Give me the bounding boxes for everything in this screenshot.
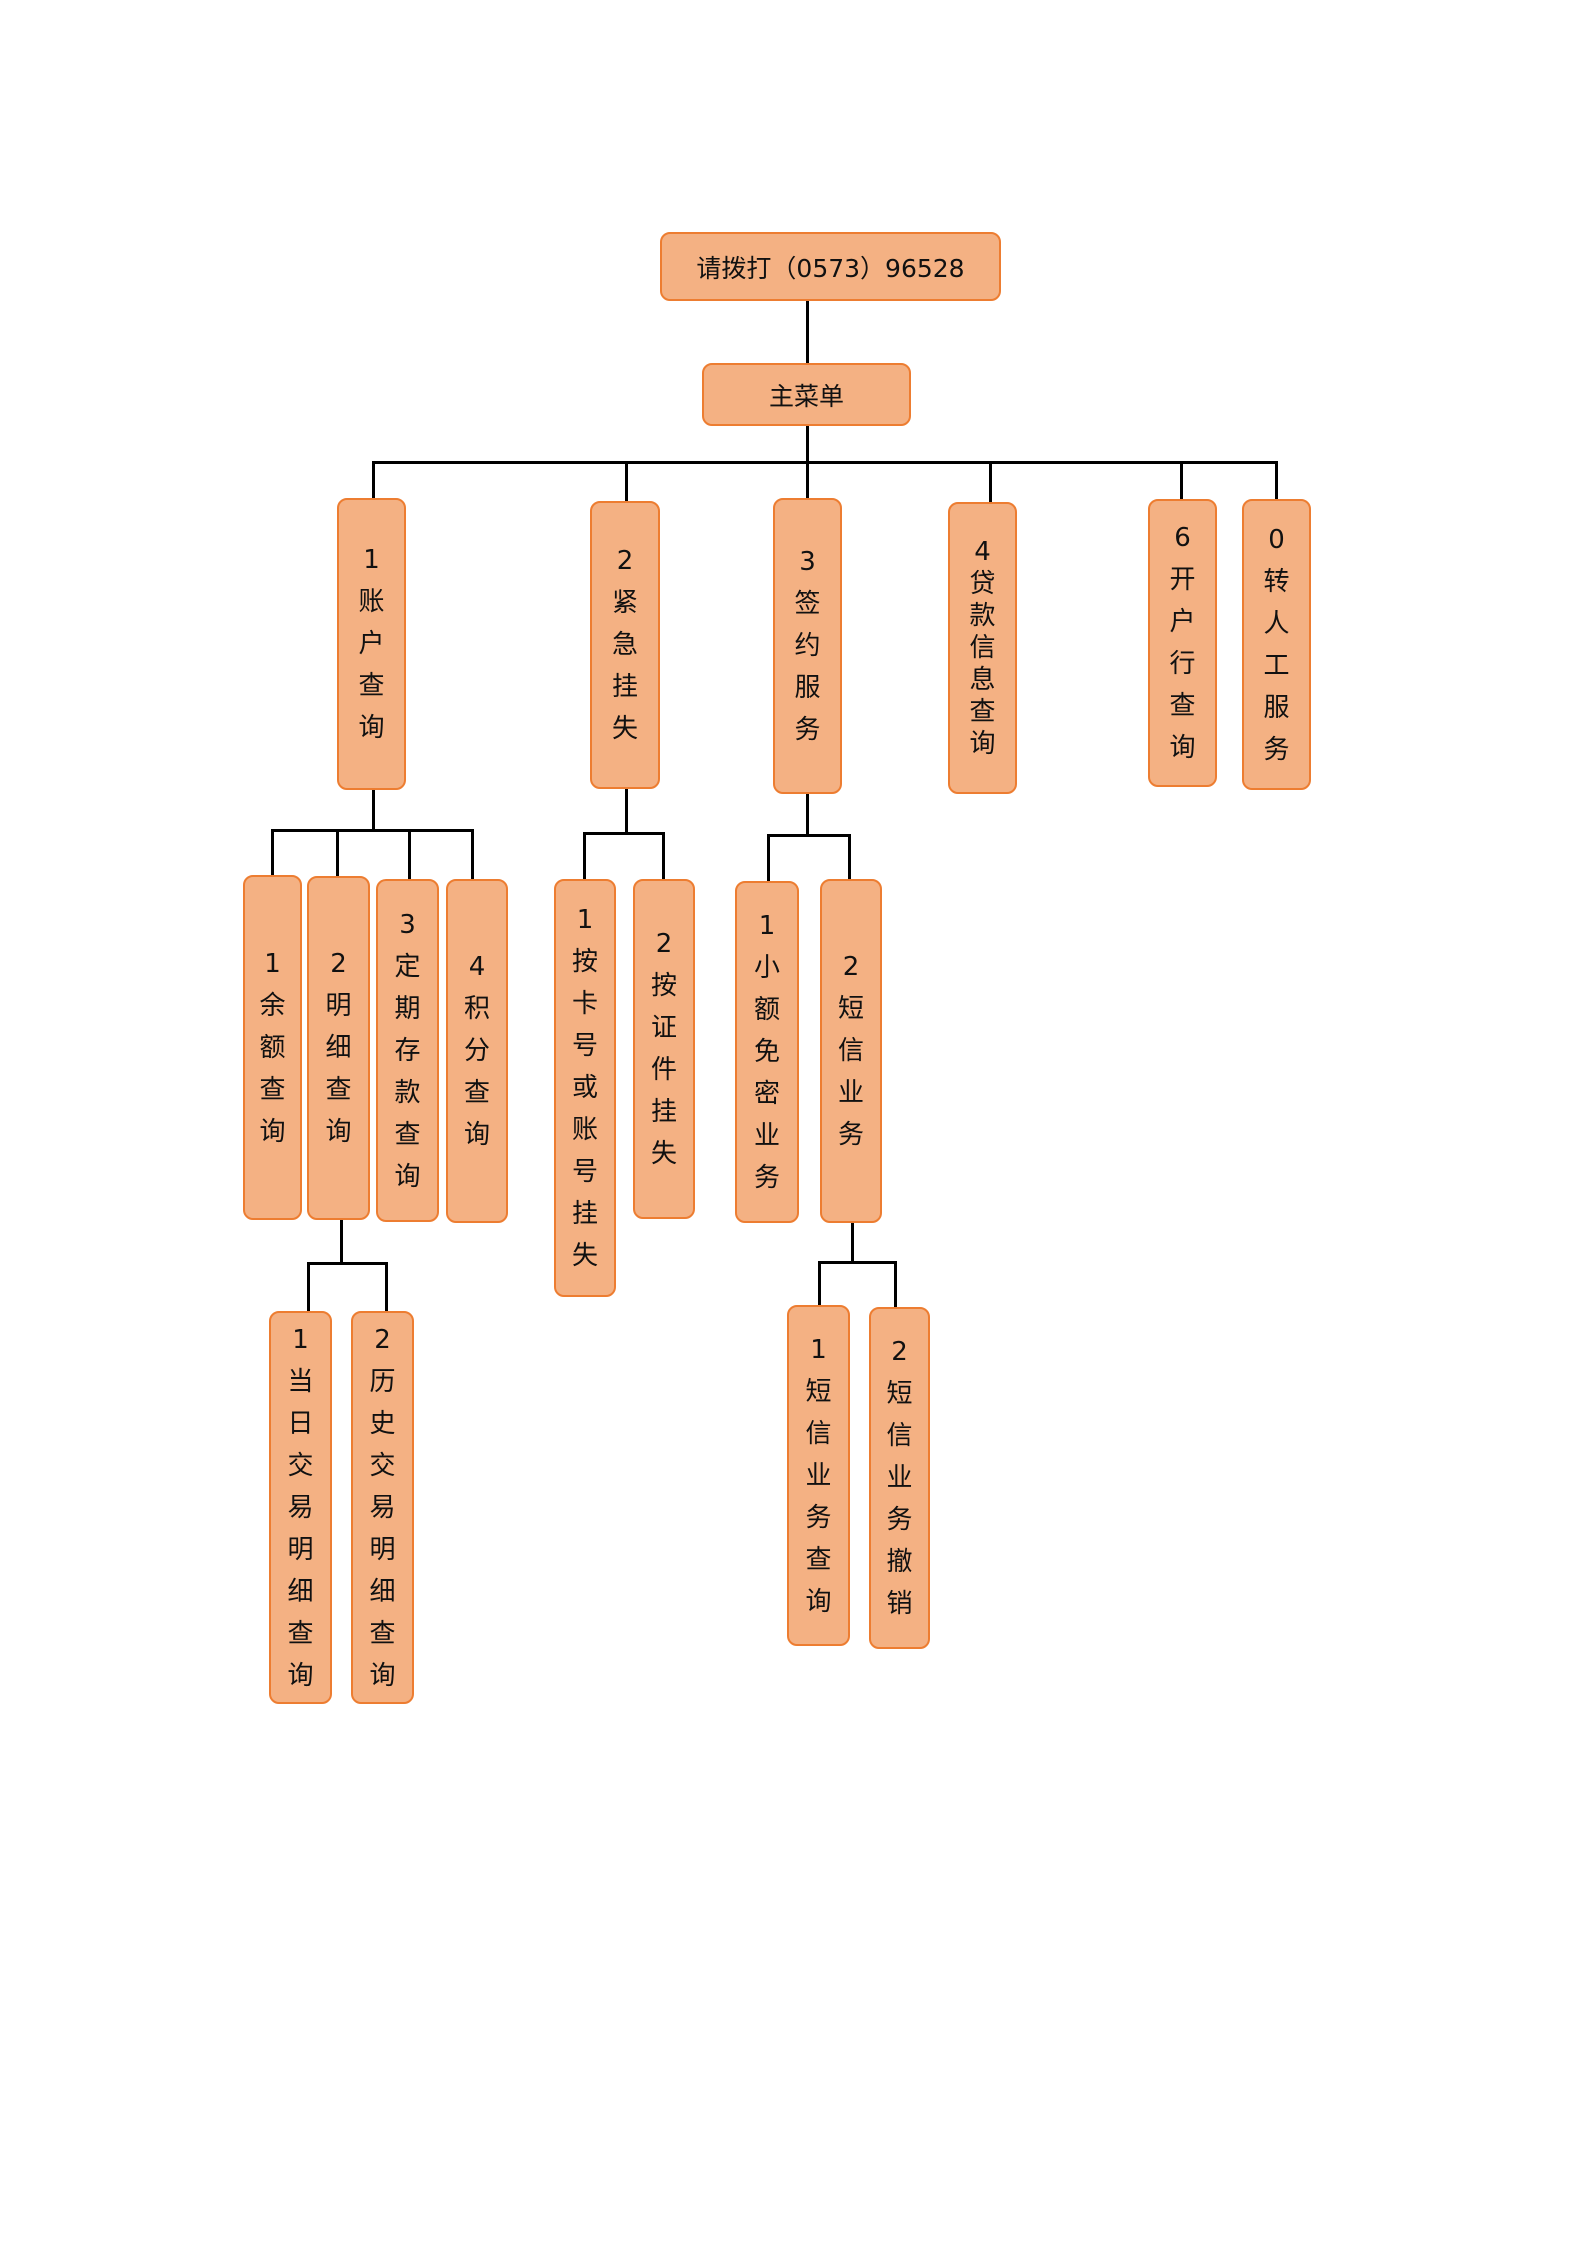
node-branch-query: 6开户行查询 — [1148, 499, 1217, 787]
connector-line — [582, 833, 586, 879]
node-label: 3定期存款查询 — [394, 909, 421, 1192]
node-label: 1余额查询 — [259, 948, 286, 1147]
node-label: 4贷款信息查询 — [969, 537, 996, 759]
connector-line — [1274, 462, 1278, 499]
node-label: 1当日交易明细查询 — [287, 1324, 314, 1691]
node-label: 6开户行查询 — [1169, 523, 1196, 763]
connector-line — [306, 1261, 388, 1265]
node-deposit-query: 3定期存款查询 — [376, 879, 439, 1222]
node-label: 1短信业务查询 — [805, 1334, 832, 1617]
node-sms-cancel: 2短信业务撤销 — [869, 1307, 930, 1649]
node-label: 2历史交易明细查询 — [369, 1324, 396, 1691]
connector-line — [817, 1262, 821, 1305]
connector-line — [335, 830, 339, 876]
connector-line — [1179, 462, 1183, 499]
node-sign-service: 3签约服务 — [773, 498, 842, 794]
node-label: 1按卡号或账号挂失 — [571, 905, 598, 1271]
node-label: 1小额免密业务 — [753, 911, 780, 1193]
node-small-nopassword: 1小额免密业务 — [735, 881, 799, 1223]
connector-line — [624, 789, 628, 833]
connector-line — [371, 462, 375, 498]
connector-line — [339, 1220, 343, 1263]
connector-line — [766, 835, 770, 881]
node-label: 0转人工服务 — [1263, 524, 1290, 765]
node-detail-query: 2明细查询 — [307, 876, 370, 1220]
node-history-detail: 2历史交易明细查询 — [351, 1311, 414, 1704]
node-points-query: 4积分查询 — [446, 879, 508, 1223]
connector-line — [624, 462, 628, 501]
connector-line — [847, 835, 851, 879]
node-loss-by-card: 1按卡号或账号挂失 — [554, 879, 616, 1297]
connector-line — [306, 1263, 310, 1311]
node-emergency-loss: 2紧急挂失 — [590, 501, 660, 789]
node-label: 2明细查询 — [325, 949, 352, 1147]
node-human-agent: 0转人工服务 — [1242, 499, 1311, 790]
connector-line — [817, 1260, 897, 1264]
node-label: 2短信业务撤销 — [886, 1337, 913, 1619]
node-loss-by-id: 2按证件挂失 — [633, 879, 695, 1219]
connector-line — [582, 831, 665, 835]
connector-line — [270, 830, 274, 875]
node-today-detail: 1当日交易明细查询 — [269, 1311, 332, 1704]
node-balance-query: 1余额查询 — [243, 875, 302, 1220]
node-account-query: 1账户查询 — [337, 498, 406, 790]
node-label: 2短信业务 — [837, 952, 864, 1150]
connector-line — [805, 794, 809, 835]
node-label: 4积分查询 — [463, 952, 490, 1150]
node-label: 1账户查询 — [358, 545, 385, 743]
connector-line — [661, 833, 665, 879]
node-label: 2按证件挂失 — [650, 929, 677, 1169]
node-label: 2紧急挂失 — [611, 546, 638, 744]
root-label: 请拨打（0573）96528 — [696, 253, 965, 283]
connector-line — [988, 462, 992, 502]
connector-line — [805, 426, 809, 462]
connector-line — [766, 833, 851, 837]
connector-line — [407, 830, 411, 879]
connector-line — [371, 460, 1278, 464]
connector-line — [270, 828, 474, 832]
node-label: 3签约服务 — [794, 547, 821, 745]
node-sms-query: 1短信业务查询 — [787, 1305, 850, 1646]
connector-line — [805, 462, 809, 498]
main-menu-node: 主菜单 — [702, 363, 911, 426]
connector-line — [850, 1223, 854, 1262]
root-node: 请拨打（0573）96528 — [660, 232, 1001, 301]
connector-line — [470, 830, 474, 879]
connector-line — [893, 1262, 897, 1307]
connector-line — [384, 1263, 388, 1311]
connector-line — [371, 790, 375, 830]
node-loan-info: 4贷款信息查询 — [948, 502, 1017, 794]
node-sms-service: 2短信业务 — [820, 879, 882, 1223]
connector-line — [805, 301, 809, 363]
main-menu-label: 主菜单 — [768, 381, 844, 411]
